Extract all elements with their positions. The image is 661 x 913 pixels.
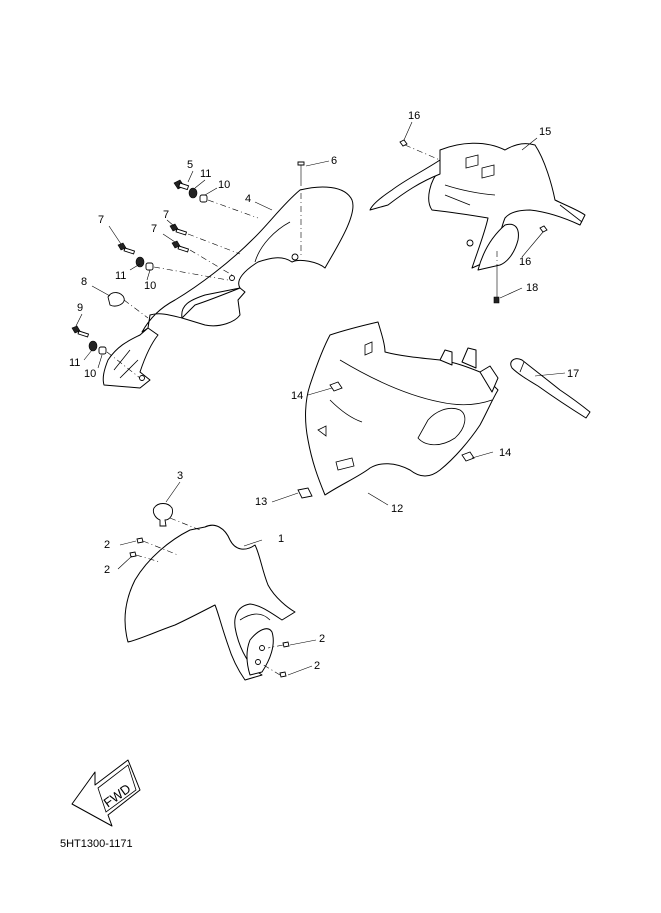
callout-2b: 2	[104, 564, 110, 576]
callout-2a: 2	[104, 539, 110, 551]
callout-11b: 11	[115, 270, 126, 282]
callout-11a: 11	[200, 168, 211, 180]
callout-9: 9	[77, 302, 83, 314]
callout-5: 5	[187, 159, 193, 171]
diagram-code: 5HT1300-1171	[60, 838, 133, 850]
callout-18: 18	[526, 282, 538, 294]
callout-15: 15	[539, 126, 551, 138]
callout-2d: 2	[314, 660, 320, 672]
fwd-arrow-icon: FWD	[71, 759, 141, 827]
callout-10c: 10	[84, 368, 96, 380]
callout-16a: 16	[408, 110, 420, 122]
callout-7b: 7	[163, 209, 169, 221]
fastener-group-4	[71, 161, 305, 355]
callout-14b: 14	[499, 447, 511, 459]
callout-10b: 10	[144, 280, 156, 292]
callout-3: 3	[177, 470, 183, 482]
callout-1: 1	[278, 533, 284, 545]
callout-12: 12	[391, 503, 403, 515]
callout-13: 13	[255, 496, 267, 508]
callout-14a: 14	[291, 390, 303, 402]
callout-16b: 16	[519, 256, 531, 268]
callout-6: 6	[331, 155, 337, 167]
callout-17: 17	[567, 368, 579, 380]
callout-4: 4	[245, 193, 251, 205]
callout-2c: 2	[319, 633, 325, 645]
part-12-inner-panel	[297, 321, 499, 499]
part-1-front-fender	[124, 503, 296, 681]
alignment-lines-4	[106, 180, 302, 379]
callouts: 1 2 2 2 2 3 4 5 6 7 7 7 8 9 10 10 10 11 …	[69, 110, 579, 672]
part-15-rear-cover	[369, 139, 586, 304]
part-17-strap	[510, 358, 591, 419]
callout-7a: 7	[98, 214, 104, 226]
callout-10a: 10	[218, 179, 230, 191]
part-4-front-cover	[102, 186, 354, 389]
callout-8: 8	[81, 276, 87, 288]
callout-7c: 7	[151, 223, 157, 235]
leader-lines	[75, 121, 566, 676]
callout-11c: 11	[69, 357, 80, 369]
